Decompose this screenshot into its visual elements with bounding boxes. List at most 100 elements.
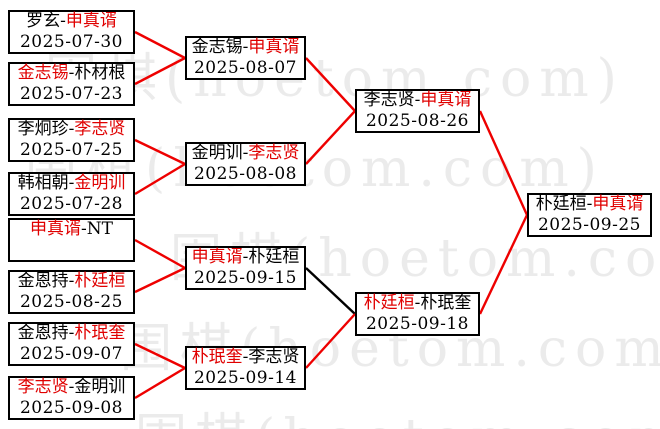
match-pairing: 金恩持-朴廷桓: [18, 271, 126, 292]
match-pairing: 朴廷桓-申真谞: [536, 194, 644, 215]
match-date: 2025-08-25: [19, 292, 123, 312]
player-name: 李志贤: [17, 377, 69, 397]
connector-b7-r4-red: [134, 342, 186, 370]
connector-b2-r1-red: [134, 56, 186, 86]
match-date: 2025-08-07: [193, 58, 297, 78]
pairing-separator: -: [81, 219, 87, 239]
match-date: 2025-08-08: [193, 164, 297, 184]
player-name: 申真谞: [30, 219, 82, 239]
watermark-text: 围棋(hoetom.com): [45, 49, 625, 109]
player-name: 韩相朝: [17, 173, 69, 193]
player-name: 申真谞: [592, 194, 644, 214]
match-date: 2025-09-18: [365, 314, 469, 334]
connector-r4-s2-red: [305, 313, 356, 369]
pairing-separator: -: [242, 247, 249, 267]
player-name: 李志贤: [363, 90, 415, 110]
pairing-separator: -: [586, 194, 593, 214]
match-pairing: 朴廷桓-朴珉奎: [364, 293, 472, 314]
player-name: 金明训: [74, 377, 126, 397]
match-pairing: 金志锡-朴材根: [18, 63, 126, 84]
connector-s1-f1-red: [478, 110, 529, 216]
pairing-separator: -: [242, 347, 249, 367]
connector-b4-r2-red: [134, 162, 186, 196]
connector-r2-s1-red: [305, 110, 356, 165]
match-date: 2025-09-08: [19, 398, 123, 418]
player-name: 李炯珍: [17, 119, 69, 139]
match-date: 2025-07-28: [19, 194, 123, 214]
watermark-text: 围棋(hoetom.com): [135, 396, 660, 429]
match-box-b5: 申真谞-NT: [8, 218, 135, 262]
player-name: 朴珉奎: [74, 323, 126, 343]
pairing-separator: -: [68, 271, 75, 291]
player-name: 朴材根: [74, 63, 126, 83]
player-name: 申真谞: [420, 90, 472, 110]
match-date: 2025-07-23: [19, 84, 123, 104]
match-pairing: 金明训-李志贤: [192, 143, 300, 164]
connector-b8-r4-red: [134, 366, 186, 400]
connector-r3-s2-black: [305, 267, 356, 315]
player-name: 朴珉奎: [420, 293, 472, 313]
pairing-separator: -: [242, 37, 249, 57]
player-name: 金恩持: [17, 323, 69, 343]
match-date: 2025-09-07: [19, 344, 123, 364]
pairing-separator: -: [68, 119, 75, 139]
player-name: 朴廷桓: [363, 293, 415, 313]
player-name: 朴廷桓: [248, 247, 300, 267]
match-pairing: 申真谞-NT: [30, 219, 113, 240]
player-name: 金志锡: [17, 63, 69, 83]
match-pairing: 金志锡-申真谞: [192, 37, 300, 58]
connector-b6-r3-red: [134, 266, 186, 294]
pairing-separator: -: [68, 377, 75, 397]
match-pairing: 朴珉奎-李志贤: [192, 347, 300, 368]
match-date: 2025-08-26: [365, 111, 469, 131]
player-name: 李志贤: [74, 119, 126, 139]
pairing-separator: -: [242, 143, 249, 163]
match-pairing: 李炯珍-李志贤: [18, 119, 126, 140]
match-date: 2025-09-25: [537, 215, 641, 235]
pairing-separator: -: [68, 63, 75, 83]
connector-b1-r1-red: [134, 30, 186, 60]
match-pairing: 李志贤-申真谞: [364, 90, 472, 111]
player-name: 李志贤: [248, 143, 300, 163]
pairing-separator: -: [68, 323, 75, 343]
match-pairing: 申真谞-朴廷桓: [192, 247, 300, 268]
match-pairing: 李志贤-金明训: [18, 377, 126, 398]
match-date: 2025-07-25: [19, 140, 123, 160]
connector-s2-f1-red: [478, 214, 529, 315]
connector-b5-r3-red: [134, 238, 186, 270]
connector-b3-r2-red: [134, 138, 186, 166]
match-date: 2025-07-30: [19, 32, 123, 52]
match-pairing: 金恩持-朴珉奎: [18, 323, 126, 344]
player-name: 朴珉奎: [191, 347, 243, 367]
player-name: 申真谞: [248, 37, 300, 57]
player-name: 金明训: [74, 173, 126, 193]
player-name: 朴廷桓: [74, 271, 126, 291]
match-date: 2025-09-15: [193, 268, 297, 288]
player-name: NT: [86, 219, 113, 239]
player-name: 申真谞: [65, 11, 117, 31]
player-name: 金明训: [191, 143, 243, 163]
match-pairing: 韩相朝-金明训: [18, 173, 126, 194]
pairing-separator: -: [414, 293, 421, 313]
player-name: 罗玄: [26, 11, 61, 31]
pairing-separator: -: [60, 11, 66, 31]
player-name: 朴廷桓: [535, 194, 587, 214]
player-name: 申真谞: [191, 247, 243, 267]
match-date: 2025-09-14: [193, 368, 297, 388]
player-name: 金恩持: [17, 271, 69, 291]
